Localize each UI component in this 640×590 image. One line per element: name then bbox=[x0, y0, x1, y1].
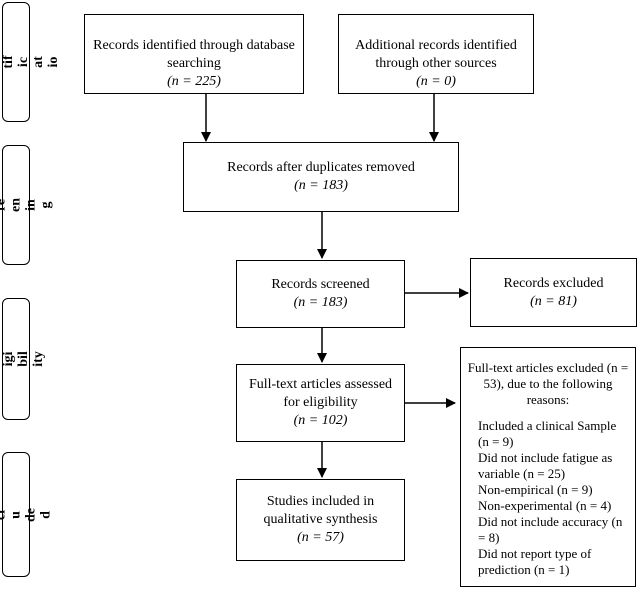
included-line2: qualitative synthesis bbox=[263, 512, 378, 527]
included-count: (n = 57) bbox=[297, 530, 344, 545]
box-studies-included: Studies included in qualitative synthesi… bbox=[236, 479, 405, 561]
exclusion-reason: Non-empirical (n = 9) bbox=[478, 482, 593, 497]
phase-eligibility: El igi bil ity bbox=[0, 298, 46, 420]
phase-screening: Sc re en in g bbox=[0, 145, 54, 265]
phase-identification: Id en tif ic at io bbox=[0, 2, 61, 122]
fulltext-line2: for eligibility bbox=[283, 395, 358, 410]
database-count: (n = 225) bbox=[167, 74, 221, 89]
fulltext-line1: Full-text articles assessed bbox=[248, 377, 393, 392]
screened-count: (n = 183) bbox=[293, 295, 348, 310]
box-fulltext-excluded: Full-text articles excluded (n = 53), du… bbox=[460, 347, 636, 587]
phase-included-label: In cl u de d bbox=[0, 507, 54, 522]
box-records-screened: Records screened (n = 183) bbox=[236, 260, 405, 328]
exclusion-reasons-list: Included a clinical Sample (n = 9) Did n… bbox=[461, 418, 635, 578]
box-fulltext-assessed: Full-text articles assessed for eligibil… bbox=[236, 364, 405, 442]
database-line1: Records identified through database bbox=[93, 38, 295, 53]
exclusion-reason: Did not include accuracy (n = 8) bbox=[478, 514, 623, 545]
duplicates-line1: Records after duplicates removed bbox=[227, 160, 415, 175]
exclusion-reason: Included a clinical Sample (n = 9) bbox=[478, 418, 617, 449]
box-records-excluded: Records excluded (n = 81) bbox=[470, 258, 637, 327]
phase-included: In cl u de d bbox=[0, 452, 54, 577]
exclusion-reason: Non-experimental (n = 4) bbox=[478, 498, 612, 513]
phase-screening-label: Sc re en in g bbox=[0, 198, 54, 212]
fulltext-count: (n = 102) bbox=[293, 413, 348, 428]
exclusion-reason: Did not report type of prediction (n = 1… bbox=[478, 546, 592, 577]
fulltext-excluded-heading: Full-text articles excluded (n = 53), du… bbox=[467, 360, 629, 407]
phase-eligibility-label: El igi bil ity bbox=[0, 351, 46, 367]
box-database-records: Records identified through database sear… bbox=[84, 14, 304, 94]
included-line1: Studies included in bbox=[266, 494, 375, 509]
other-count: (n = 0) bbox=[416, 74, 456, 89]
excluded-line1: Records excluded bbox=[503, 275, 604, 291]
box-duplicates-removed: Records after duplicates removed (n = 18… bbox=[183, 142, 459, 212]
phase-identification-label: Id en tif ic at io bbox=[0, 55, 61, 69]
other-line1: Additional records identified bbox=[355, 38, 517, 53]
box-other-records: Additional records identified through ot… bbox=[338, 14, 534, 94]
exclusion-reason: Did not include fatigue as variable (n =… bbox=[478, 450, 613, 481]
duplicates-count: (n = 183) bbox=[294, 178, 348, 193]
screened-line1: Records screened bbox=[271, 277, 370, 292]
excluded-count: (n = 81) bbox=[530, 293, 577, 309]
other-line2: through other sources bbox=[375, 56, 497, 71]
database-line2: searching bbox=[167, 56, 221, 71]
